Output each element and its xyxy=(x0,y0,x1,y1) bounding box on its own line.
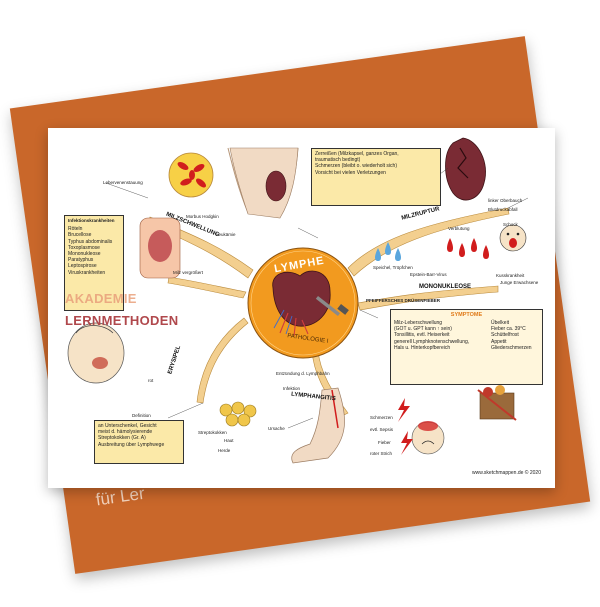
blood-drops xyxy=(447,238,489,259)
symptome-left: Milz-Leberschwellung (GOT u. GPT kann ↑ … xyxy=(394,320,472,351)
infection-item: Leptospirose xyxy=(68,263,97,270)
branch-mononukleose xyxy=(357,285,499,311)
label-ursache: Ursache xyxy=(268,426,285,431)
infection-item: Paratyphus xyxy=(68,257,94,264)
center-inner-ring xyxy=(250,250,356,356)
erysipel-line: an Unterschenkel, Gesicht xyxy=(98,423,157,429)
lymph-vessels xyxy=(279,312,309,337)
label-roter-strich: roter Strich xyxy=(370,451,393,456)
symptom-line: (GOT u. GPT kann ↑ sein) xyxy=(394,326,452,333)
mindmap-poster: LYMPHE PATHOLOGIE I MILZSCHWELLUNG MILZR… xyxy=(48,128,555,488)
label-speichel: Speichel, Tröpfchen xyxy=(373,265,413,270)
spleen-in-torso xyxy=(265,170,287,202)
symptom-line: Tonsillitis, evtl. Heiserkeit xyxy=(394,332,450,339)
hammer-icon xyxy=(315,295,349,316)
label-fieber: Fieber xyxy=(378,440,391,445)
label-rot: rot xyxy=(148,378,154,383)
credit-line: www.sketchmappen.de © 2020 xyxy=(471,470,541,476)
label-schock: Schock xyxy=(503,222,518,227)
symptom-line: Schüttelfrost xyxy=(491,332,519,339)
label-milz-vergroessert: Milz vergrößert xyxy=(173,270,204,275)
erysipel-line: meist d. hämolysierende Streptokokken (G… xyxy=(98,429,153,442)
milzruptur-line: Schmerzen (bleibt o. wiederholt sich) xyxy=(315,163,397,170)
branch-erysipel-upper xyxy=(167,276,247,299)
infection-item: Toxoplasmose xyxy=(68,244,100,251)
sick-face xyxy=(411,421,445,455)
infections-box: Infektionskrankheiten Röteln Brucellose … xyxy=(64,215,124,311)
infection-item: Röteln xyxy=(68,226,83,233)
leg-foot xyxy=(291,387,345,464)
label-infektion: Infektion xyxy=(283,386,301,391)
label-pfeiffersches: PFEIFFERSCHES DRÜSENFIEBER xyxy=(366,298,441,303)
branch-erysipel xyxy=(196,317,249,404)
ruptured-spleen xyxy=(445,137,486,201)
label-definition: Definition xyxy=(132,413,151,418)
symptom-line: Fieber ca. 39°C xyxy=(491,326,526,333)
label-haut: Haut xyxy=(224,438,234,443)
label-lebervenenstauung: Lebervenenstauung xyxy=(103,180,143,185)
symptom-line: Milz-Leberschwellung xyxy=(394,320,443,326)
bacteria-cluster xyxy=(219,401,257,427)
label-blutdruckabfall: Blutdruckabfall xyxy=(488,207,518,212)
label-sepsis: evtl. Sepsis xyxy=(370,427,394,432)
milzruptur-line: Zerreißen (Milzkapsel, ganzes Organ, xyxy=(315,151,399,157)
watermark-akademie: AKADEMIE xyxy=(65,291,137,306)
branch-label-mononukleose: MONONUKLEOSE xyxy=(419,284,472,290)
water-drops xyxy=(375,242,401,261)
infection-item: Viruskrankheiten xyxy=(68,269,106,276)
label-verblutung: Verblutung xyxy=(448,226,470,231)
label-schmerzen: Schmerzen xyxy=(370,415,393,420)
symptom-line: Gliederschmerzen xyxy=(491,344,532,351)
throat-sketch xyxy=(139,217,181,279)
milzruptur-box: Zerreißen (Milzkapsel, ganzes Organ, tra… xyxy=(311,148,441,206)
food-basket xyxy=(477,385,517,421)
label-epstein-barr: Epstein-Barr-Virus xyxy=(410,272,447,277)
erysipel-line: Ausbreitung über Lymphwege xyxy=(98,441,165,448)
erysipel-box: an Unterschenkel, Gesicht meist d. hämol… xyxy=(94,420,184,464)
label-herde: Herde xyxy=(218,448,231,453)
infection-item: Mononukleose xyxy=(68,251,101,258)
label-entzuendung: Entzündung d. Lymphbahn xyxy=(276,371,330,376)
symptome-right: Übelkeit Fieber ca. 39°C Schüttelfrost A… xyxy=(491,320,535,351)
label-streptokokken: Streptokokken xyxy=(198,430,227,435)
lightning-icon xyxy=(398,398,410,422)
symptom-line: Appetit xyxy=(491,338,507,345)
label-linker-oberbauch: linker Oberbauch xyxy=(488,198,523,203)
label-junge-erwachsene: Junge Erwachsene xyxy=(500,280,539,285)
face-left xyxy=(67,322,125,384)
torso-fill xyxy=(229,147,299,219)
lightning-icon-2 xyxy=(401,431,413,455)
lymph-node-organ xyxy=(272,270,331,327)
milzruptur-line: traumatisch bedingt) xyxy=(315,157,361,164)
symptome-box: SYMPTOME Milz-Leberschwellung (GOT u. GP… xyxy=(390,309,543,385)
branch-milzruptur xyxy=(347,207,510,277)
infection-item: Typhus abdominalis xyxy=(68,238,113,245)
label-morbus-hodgkin: Morbus Hodgkin xyxy=(186,214,219,219)
symptome-title: SYMPTOME xyxy=(450,312,483,318)
milzruptur-line: Vorsicht bei vielen Verletzungen xyxy=(315,169,386,176)
lymph-vessels-blue xyxy=(273,309,293,335)
spleen-crack xyxy=(457,147,469,179)
symptom-line: generell Lymphknotenschwellung, Hals u. … xyxy=(394,338,470,351)
label-leukaemie: Leukämie xyxy=(216,232,236,237)
infection-item: Brucellose xyxy=(68,232,92,239)
red-blood-cells xyxy=(177,162,206,188)
watermark-lernmethoden: LERNMETHODEN xyxy=(65,313,179,328)
symptom-line: Übelkeit xyxy=(491,320,510,326)
label-kusskrankheit: Kusskrankheit xyxy=(496,273,525,278)
infections-title: Infektionskrankheiten xyxy=(68,218,115,223)
